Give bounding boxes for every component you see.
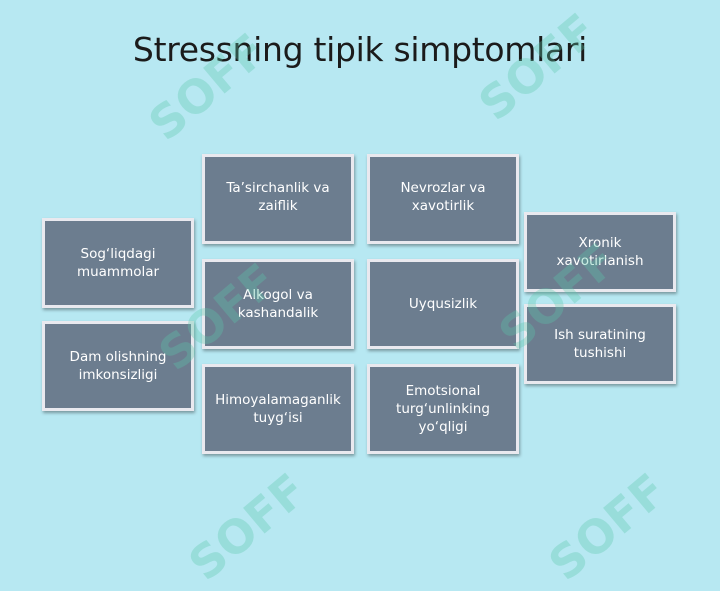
symptom-label: Himoyalamaganlik tuyg‘isi [215, 392, 341, 426]
symptom-box-neuroses: Nevrozlar va xavotirlik [367, 154, 519, 244]
watermark-soff: SOFF [178, 462, 317, 591]
symptom-box-alcohol-smoking: Alkogol va kashandalik [202, 259, 354, 349]
symptom-label: Emotsional turg‘unlinking yo‘qligi [396, 383, 490, 435]
symptom-box-insomnia: Uyqusizlik [367, 259, 519, 349]
symptom-label: Alkogol va kashandalik [237, 287, 319, 321]
symptom-box-health-problems: Sog‘liqdagi muammolar [42, 218, 194, 308]
symptom-box-work-pace: Ish suratining tushishi [524, 304, 676, 384]
symptom-box-defenselessness: Himoyalamaganlik tuyg‘isi [202, 364, 354, 454]
symptom-box-emotional-instability: Emotsional turg‘unlinking yo‘qligi [367, 364, 519, 454]
symptom-label: Dam olishning imkonsizligi [69, 349, 167, 383]
symptom-label: Ish suratining tushishi [554, 327, 646, 361]
symptom-label: Xronik xavotirlanish [556, 235, 644, 269]
symptom-box-no-rest: Dam olishning imkonsizligi [42, 321, 194, 411]
symptom-box-chronic-anxiety: Xronik xavotirlanish [524, 212, 676, 292]
symptom-label: Ta’sirchanlik va zaiflik [226, 180, 330, 214]
symptom-label: Nevrozlar va xavotirlik [400, 180, 486, 214]
page-title: Stressning tipik simptomlari [132, 30, 588, 69]
symptom-label: Sog‘liqdagi muammolar [76, 246, 160, 280]
watermark-soff: SOFF [538, 462, 677, 591]
symptom-box-irritability: Ta’sirchanlik va zaiflik [202, 154, 354, 244]
symptom-label: Uyqusizlik [408, 296, 478, 312]
